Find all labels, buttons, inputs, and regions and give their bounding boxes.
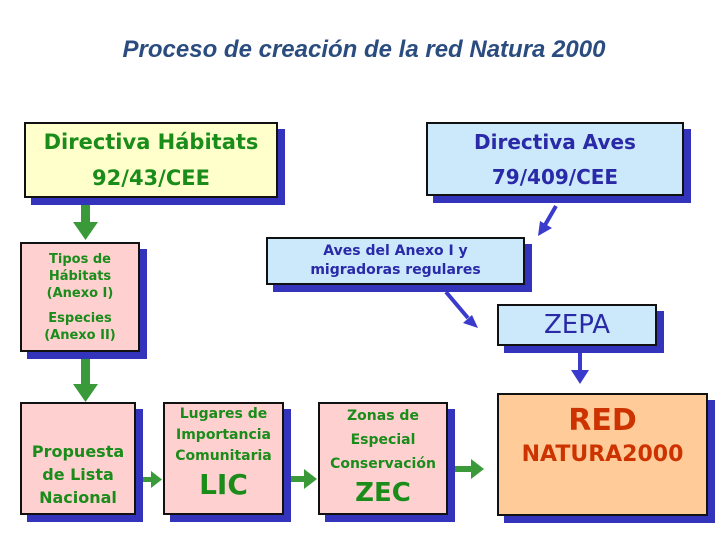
aves-code: 79/409/CEE [491,164,619,189]
page-title: Proceso de creación de la red Natura 200… [122,36,606,63]
lic-box: Lugares de Importancia Comunitaria LIC [163,402,284,515]
tipos-line: (Anexo II) [44,327,116,343]
tipos-line: Tipos de [49,251,111,267]
aves-anexo-line: migradoras regulares [310,262,481,278]
directiva-aves-box: Directiva Aves 79/409/CEE [426,122,684,196]
propuesta-line: de Lista [42,465,114,484]
arrow-propuesta-to-lic [139,471,162,488]
zec-line: Conservación [330,456,436,472]
red-title: RED [568,403,637,438]
lic-line: Comunitaria [175,448,272,464]
lic-abbr: LIC [199,468,248,501]
zec-line: Especial [350,432,416,448]
arrow-zec-to-red [455,459,484,479]
arrow-lic-to-zec [290,469,317,489]
tipos-line: Hábitats [48,268,112,284]
lic-line: Lugares de [179,406,268,422]
zec-abbr: ZEC [355,478,411,508]
propuesta-line: Nacional [39,488,117,507]
tipos-line: (Anexo I) [46,285,114,301]
propuesta-box: Propuesta de Lista Nacional [20,402,136,515]
arrow-anexo-to-zepa [444,290,470,320]
aves-title: Directiva Aves [474,129,636,154]
aves-anexo-line: Aves del Anexo I y [323,243,468,259]
aves-anexo-box: Aves del Anexo I y migradoras regulares [266,237,525,285]
habitats-code: 92/43/CEE [92,166,210,190]
tipos-line: Especies [48,310,112,326]
zepa-box: ZEPA [497,304,657,346]
habitats-title: Directiva Hábitats [43,130,259,154]
propuesta-line: Propuesta [31,442,125,461]
red-natura-box: RED NATURA2000 [497,393,708,516]
tipos-box: Tipos de Hábitats (Anexo I) Especies (An… [20,242,140,352]
zec-box: Zonas de Especial Conservación ZEC [318,402,448,515]
red-subtitle: NATURA2000 [521,442,684,467]
arrow-aves-to-anexo [543,204,558,227]
arrow-habitats-to-tipos [73,200,98,240]
arrow-tipos-to-propuesta [73,354,98,402]
zec-line: Zonas de [347,408,419,424]
lic-line: Importancia [176,427,271,443]
directiva-habitats-box: Directiva Hábitats 92/43/CEE [24,122,278,198]
zepa-label: ZEPA [543,310,611,340]
